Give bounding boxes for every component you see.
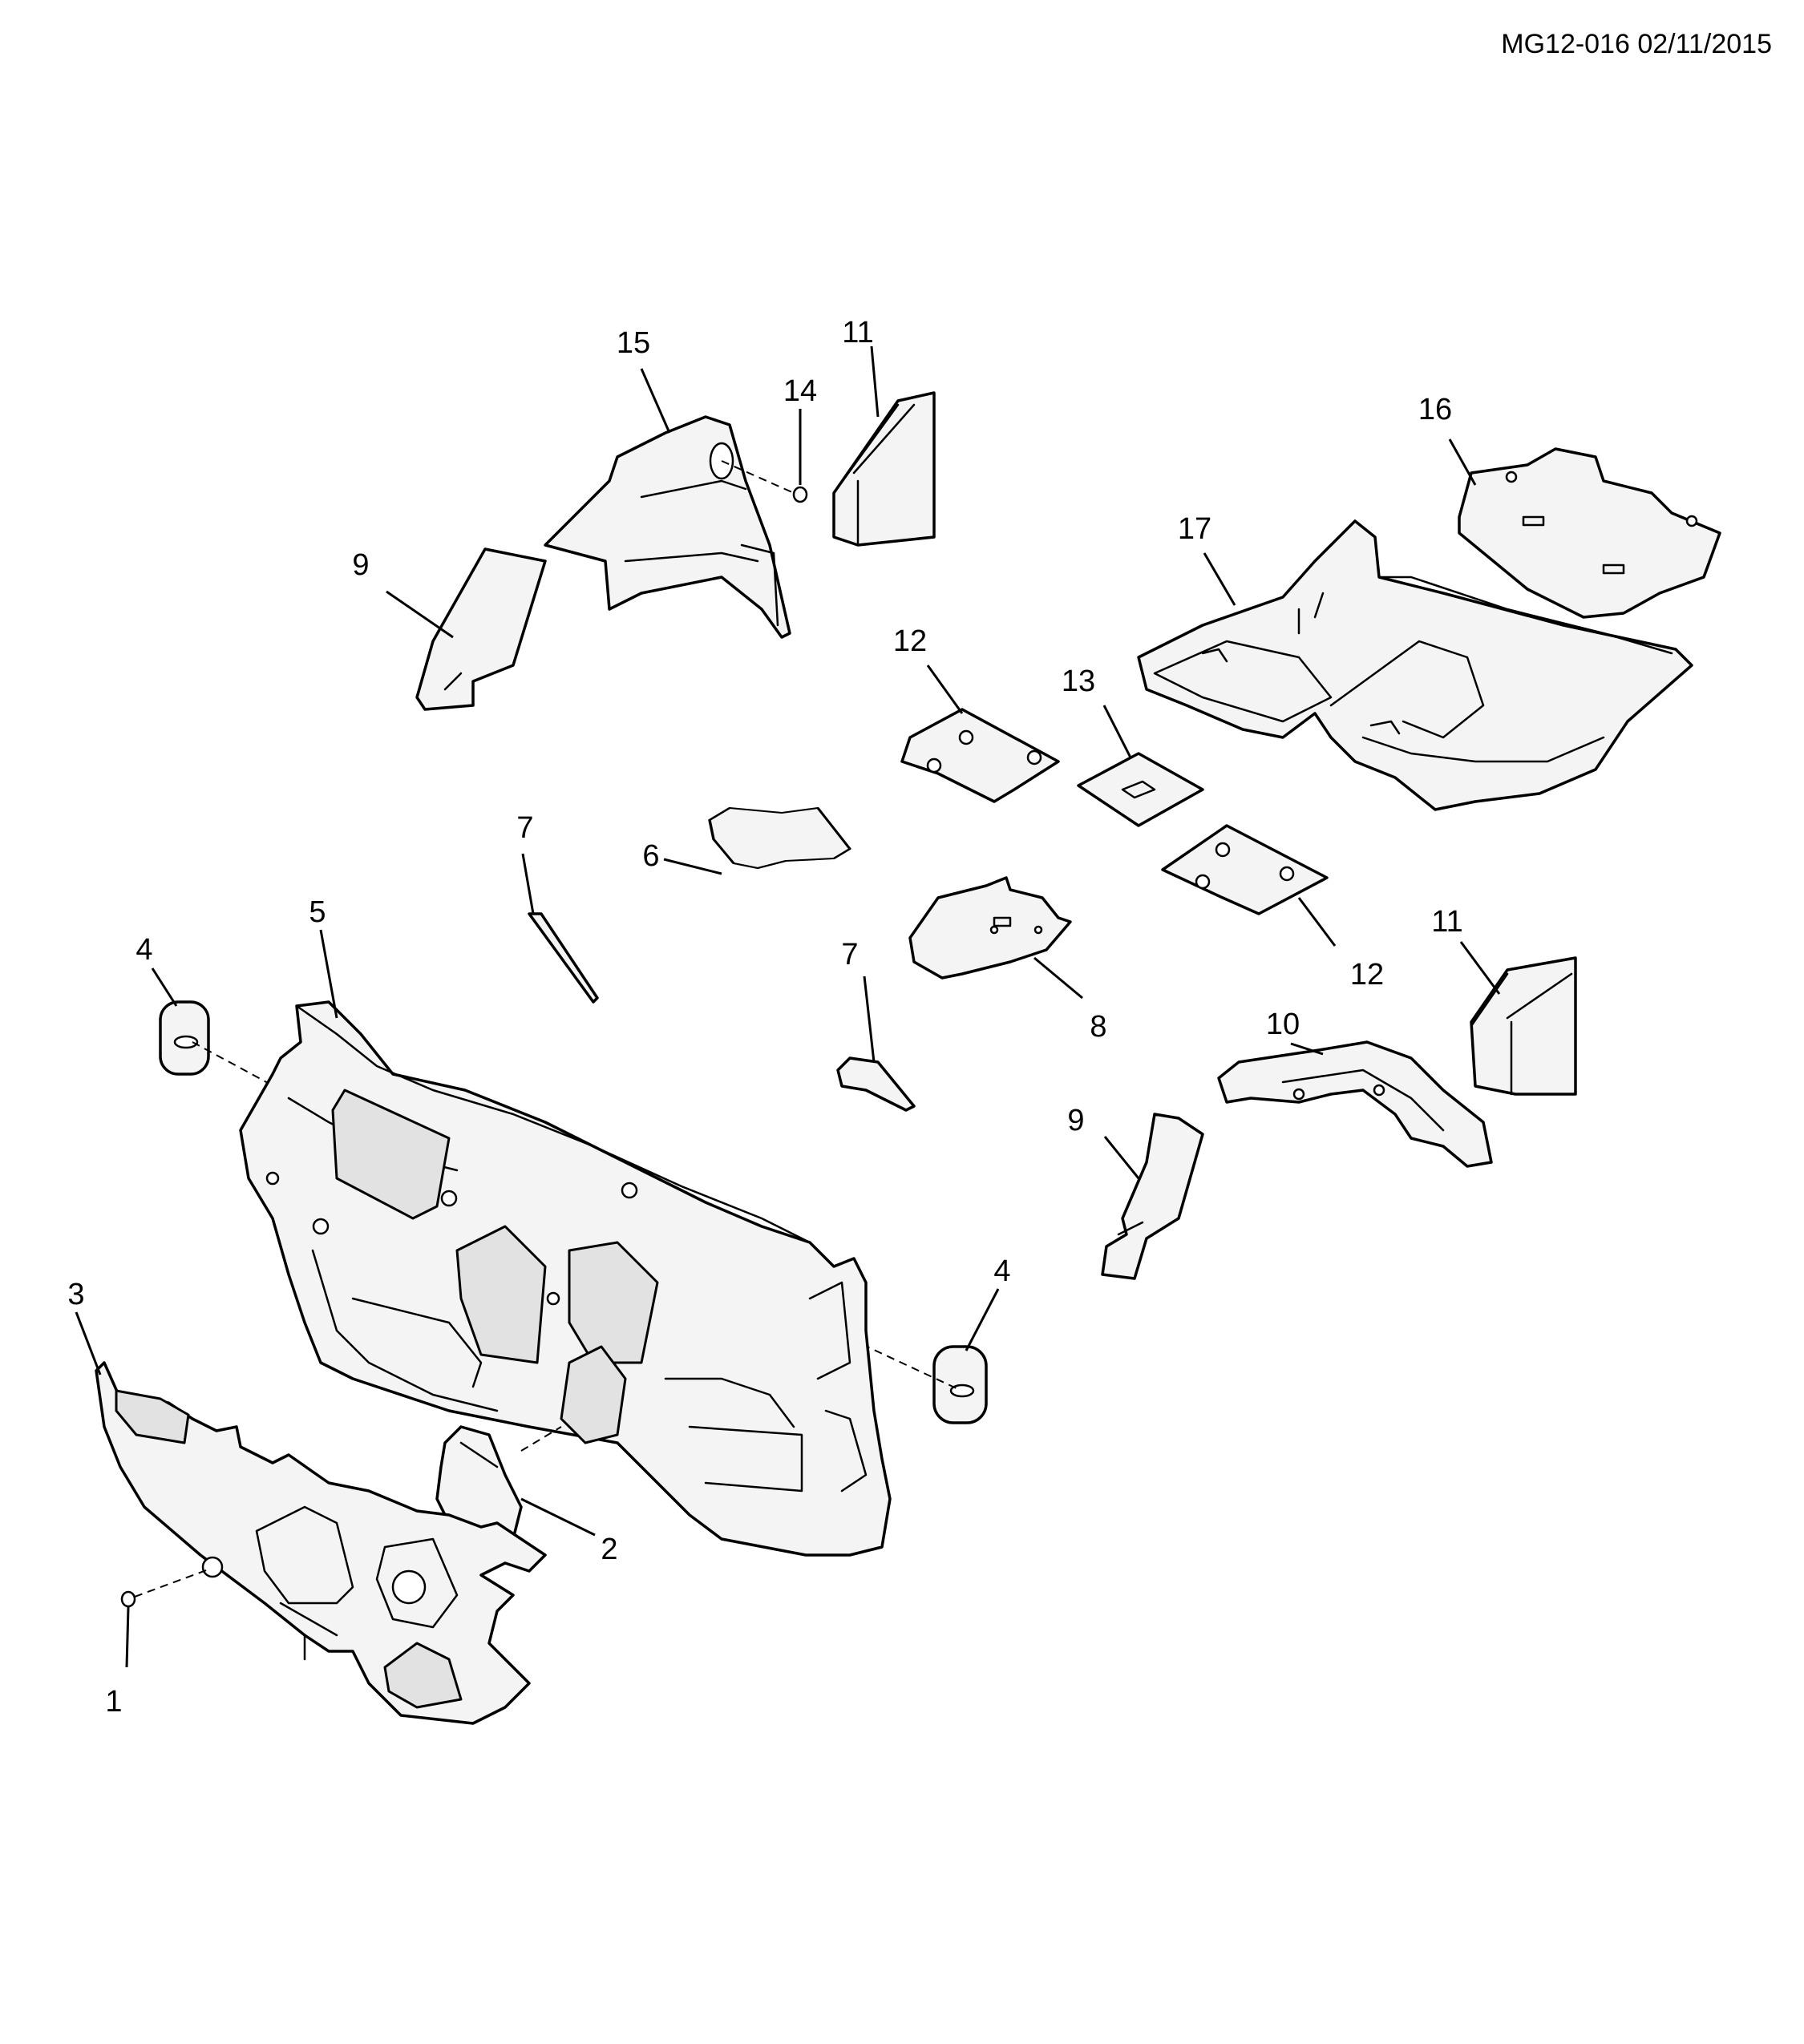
document-id: MG12-016 02/11/2015 (1501, 29, 1772, 59)
callout-11-upper: 11 (842, 316, 873, 349)
part-17-floor-carpet (1137, 519, 1693, 811)
callout-1: 1 (105, 1685, 122, 1719)
callout-10: 10 (1266, 1008, 1300, 1041)
callout-16: 16 (1418, 393, 1452, 426)
part-7-strip-upper (528, 912, 599, 1004)
callout-11-lower: 11 (1431, 905, 1462, 939)
callout-6: 6 (642, 839, 659, 873)
callout-13: 13 (1062, 665, 1095, 698)
callout-7-upper: 7 (516, 811, 533, 845)
leader-lines (75, 345, 1501, 1668)
part-11-block-upper (832, 391, 936, 547)
part-10-insulator (1217, 1040, 1493, 1168)
part-12-pad-lower (1161, 824, 1329, 915)
callout-15: 15 (617, 326, 650, 360)
part-1-fastener (120, 1569, 209, 1608)
part-7-strip-lower (836, 1056, 916, 1112)
part-15-insulator (544, 415, 791, 639)
callout-17: 17 (1178, 512, 1211, 546)
part-9-insulator-upper (415, 547, 547, 711)
part-3-insulator (95, 1361, 547, 1725)
callout-3: 3 (67, 1278, 84, 1311)
part-4-grommet-right (849, 1338, 988, 1424)
callout-4-left: 4 (136, 933, 152, 967)
part-6-bracket (708, 806, 851, 870)
part-8-pad (908, 876, 1072, 980)
part-9-insulator-lower (1101, 1113, 1204, 1280)
callout-4-right: 4 (993, 1254, 1010, 1288)
callout-labels: 1 2 3 4 4 5 6 7 7 8 9 9 10 11 11 12 12 1… (67, 316, 1462, 1719)
callout-5: 5 (309, 895, 326, 929)
callout-12-lower: 12 (1350, 958, 1384, 992)
callout-8: 8 (1090, 1010, 1106, 1044)
part-4-grommet-left (159, 1000, 289, 1095)
callout-14: 14 (783, 374, 817, 408)
part-13-pad (1077, 752, 1204, 827)
callout-9-upper: 9 (352, 548, 369, 582)
callout-7-lower: 7 (841, 938, 858, 972)
callout-2: 2 (601, 1533, 617, 1566)
part-12-pad-upper (900, 708, 1060, 803)
part-16-rear-insulator (1458, 447, 1721, 619)
callout-9-lower: 9 (1067, 1104, 1084, 1137)
part-14-fastener (721, 460, 808, 503)
part-5-dash-panel (239, 1000, 892, 1557)
callout-12-upper: 12 (893, 624, 927, 658)
